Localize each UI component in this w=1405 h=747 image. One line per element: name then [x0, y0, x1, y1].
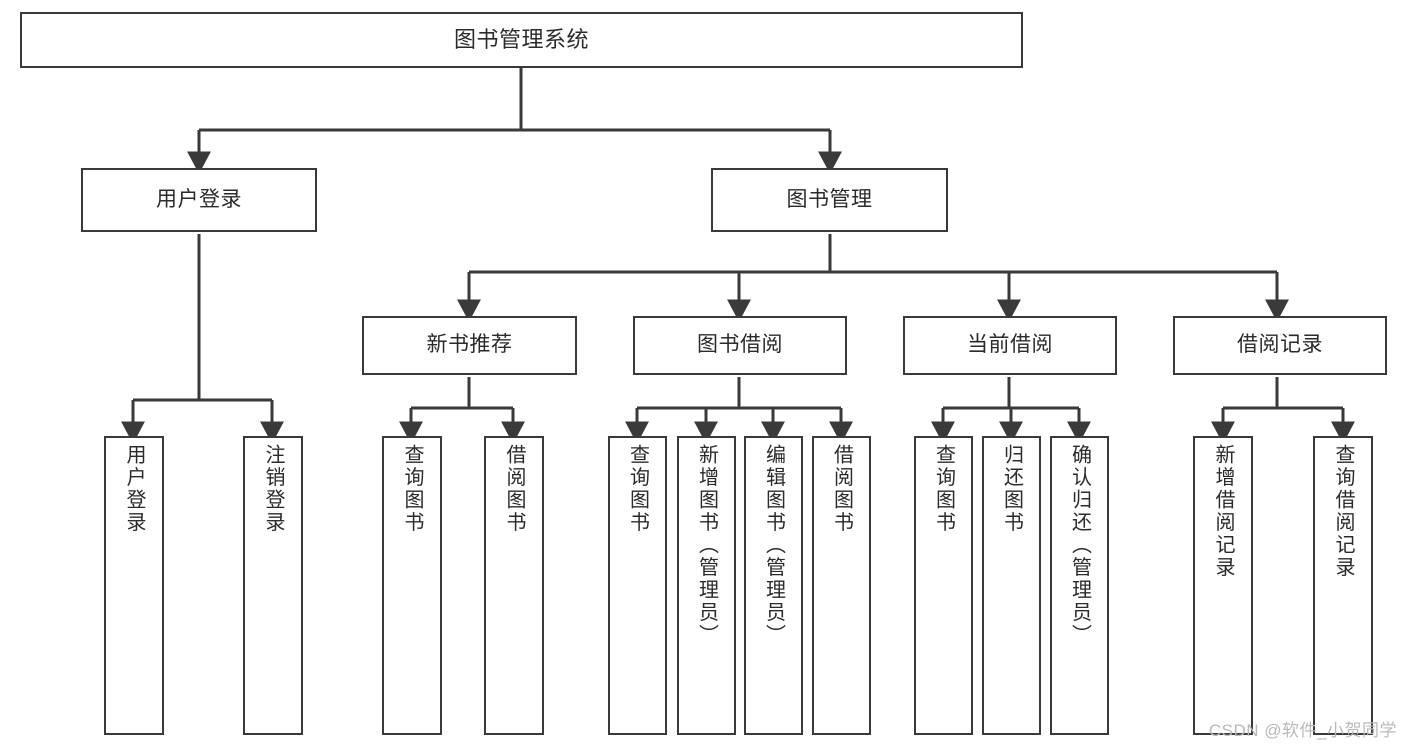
- node-label: 归还图书: [1000, 444, 1023, 534]
- node-label: 新增借阅记录: [1212, 444, 1234, 579]
- leaf-confirm-return[interactable]: 确认归还（管理员）: [1050, 436, 1109, 735]
- leaf-borrow-book-2[interactable]: 借阅图书: [812, 436, 871, 735]
- leaf-add-book[interactable]: 新增图书（管理员）: [677, 436, 736, 735]
- leaf-query-record[interactable]: 查询借阅记录: [1313, 436, 1373, 735]
- leaf-query-book-3[interactable]: 查询图书: [914, 436, 973, 735]
- leaf-user-login[interactable]: 用户登录: [104, 436, 164, 735]
- leaf-query-book-1[interactable]: 查询图书: [382, 436, 442, 735]
- leaf-add-record[interactable]: 新增借阅记录: [1193, 436, 1253, 735]
- node-label: 当前借阅: [967, 333, 1053, 357]
- node-label: 确认归还（管理员）: [1068, 444, 1091, 647]
- node-borrow-record[interactable]: 借阅记录: [1173, 316, 1387, 375]
- node-user-login[interactable]: 用户登录: [81, 168, 317, 232]
- node-label: 图书管理系统: [453, 27, 589, 53]
- node-label: 用户登录: [156, 187, 242, 211]
- node-label: 查询图书: [932, 444, 955, 534]
- node-label: 图书管理: [786, 187, 873, 211]
- watermark: CSDN @软件_小贺同学: [1208, 721, 1397, 740]
- node-label: 新增图书（管理员）: [695, 444, 718, 647]
- node-label: 查询借阅记录: [1332, 444, 1354, 579]
- leaf-query-book-2[interactable]: 查询图书: [608, 436, 667, 735]
- node-current-borrow[interactable]: 当前借阅: [903, 316, 1117, 375]
- node-label: 查询图书: [626, 444, 649, 534]
- node-root-system[interactable]: 图书管理系统: [20, 12, 1023, 68]
- node-label: 借阅图书: [830, 444, 853, 534]
- node-label: 用户登录: [123, 444, 145, 534]
- node-book-borrow[interactable]: 图书借阅: [633, 316, 847, 375]
- leaf-borrow-book-1[interactable]: 借阅图书: [484, 436, 544, 735]
- node-label: 借阅图书: [503, 444, 525, 534]
- node-label: 借阅记录: [1237, 333, 1323, 357]
- node-book-management[interactable]: 图书管理: [711, 168, 948, 232]
- leaf-logout-login[interactable]: 注销登录: [243, 436, 303, 735]
- node-label: 新书推荐: [426, 333, 513, 357]
- node-label: 查询图书: [401, 444, 423, 534]
- node-label: 编辑图书（管理员）: [762, 444, 785, 647]
- node-new-book-recommend[interactable]: 新书推荐: [362, 316, 577, 375]
- leaf-edit-book[interactable]: 编辑图书（管理员）: [744, 436, 803, 735]
- node-label: 注销登录: [262, 444, 284, 534]
- node-label: 图书借阅: [697, 333, 783, 357]
- leaf-return-book[interactable]: 归还图书: [982, 436, 1041, 735]
